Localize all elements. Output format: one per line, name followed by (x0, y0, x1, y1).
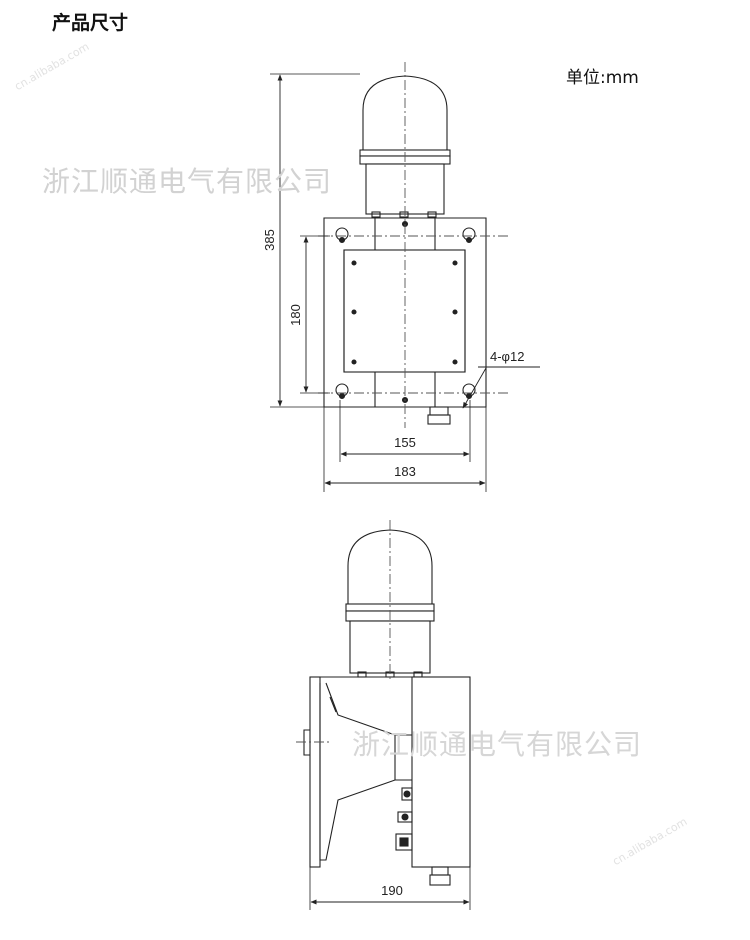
cable-gland (429, 866, 451, 886)
dim-label-183: 183 (394, 464, 416, 479)
adjust-knob (397, 811, 413, 823)
lamp-stud (427, 211, 437, 218)
horn-body (343, 249, 466, 373)
unit-label: 单位:mm (566, 68, 639, 88)
leader-line (462, 367, 487, 409)
mounting-hole (335, 383, 349, 400)
dim-label-hole-spec: 4-φ12 (490, 349, 524, 364)
lamp-stud (399, 211, 409, 218)
lamp-stud (371, 211, 381, 218)
adjust-knob (395, 833, 413, 851)
mounting-bracket (434, 217, 487, 408)
horn-flare (319, 683, 412, 861)
mounting-hole (462, 383, 476, 400)
watermark-company: 浙江顺通电气有限公司 (352, 728, 643, 761)
page-title: 产品尺寸 (52, 12, 129, 34)
lamp-dome (347, 529, 433, 605)
dim-label-385: 385 (262, 229, 277, 251)
adjust-knob (401, 787, 413, 801)
dim-label-190: 190 (381, 883, 403, 898)
dim-label-155: 155 (394, 435, 416, 450)
front-view (270, 62, 540, 492)
electronics-box (411, 676, 471, 868)
side-view (296, 520, 471, 910)
mounting-bracket (323, 217, 376, 408)
mounting-plate (309, 676, 321, 868)
dim-label-180: 180 (288, 304, 303, 326)
mounting-hole (462, 227, 476, 244)
watermark-company: 浙江顺通电气有限公司 (42, 165, 333, 198)
mounting-hole (335, 227, 349, 244)
cable-gland (427, 406, 451, 425)
